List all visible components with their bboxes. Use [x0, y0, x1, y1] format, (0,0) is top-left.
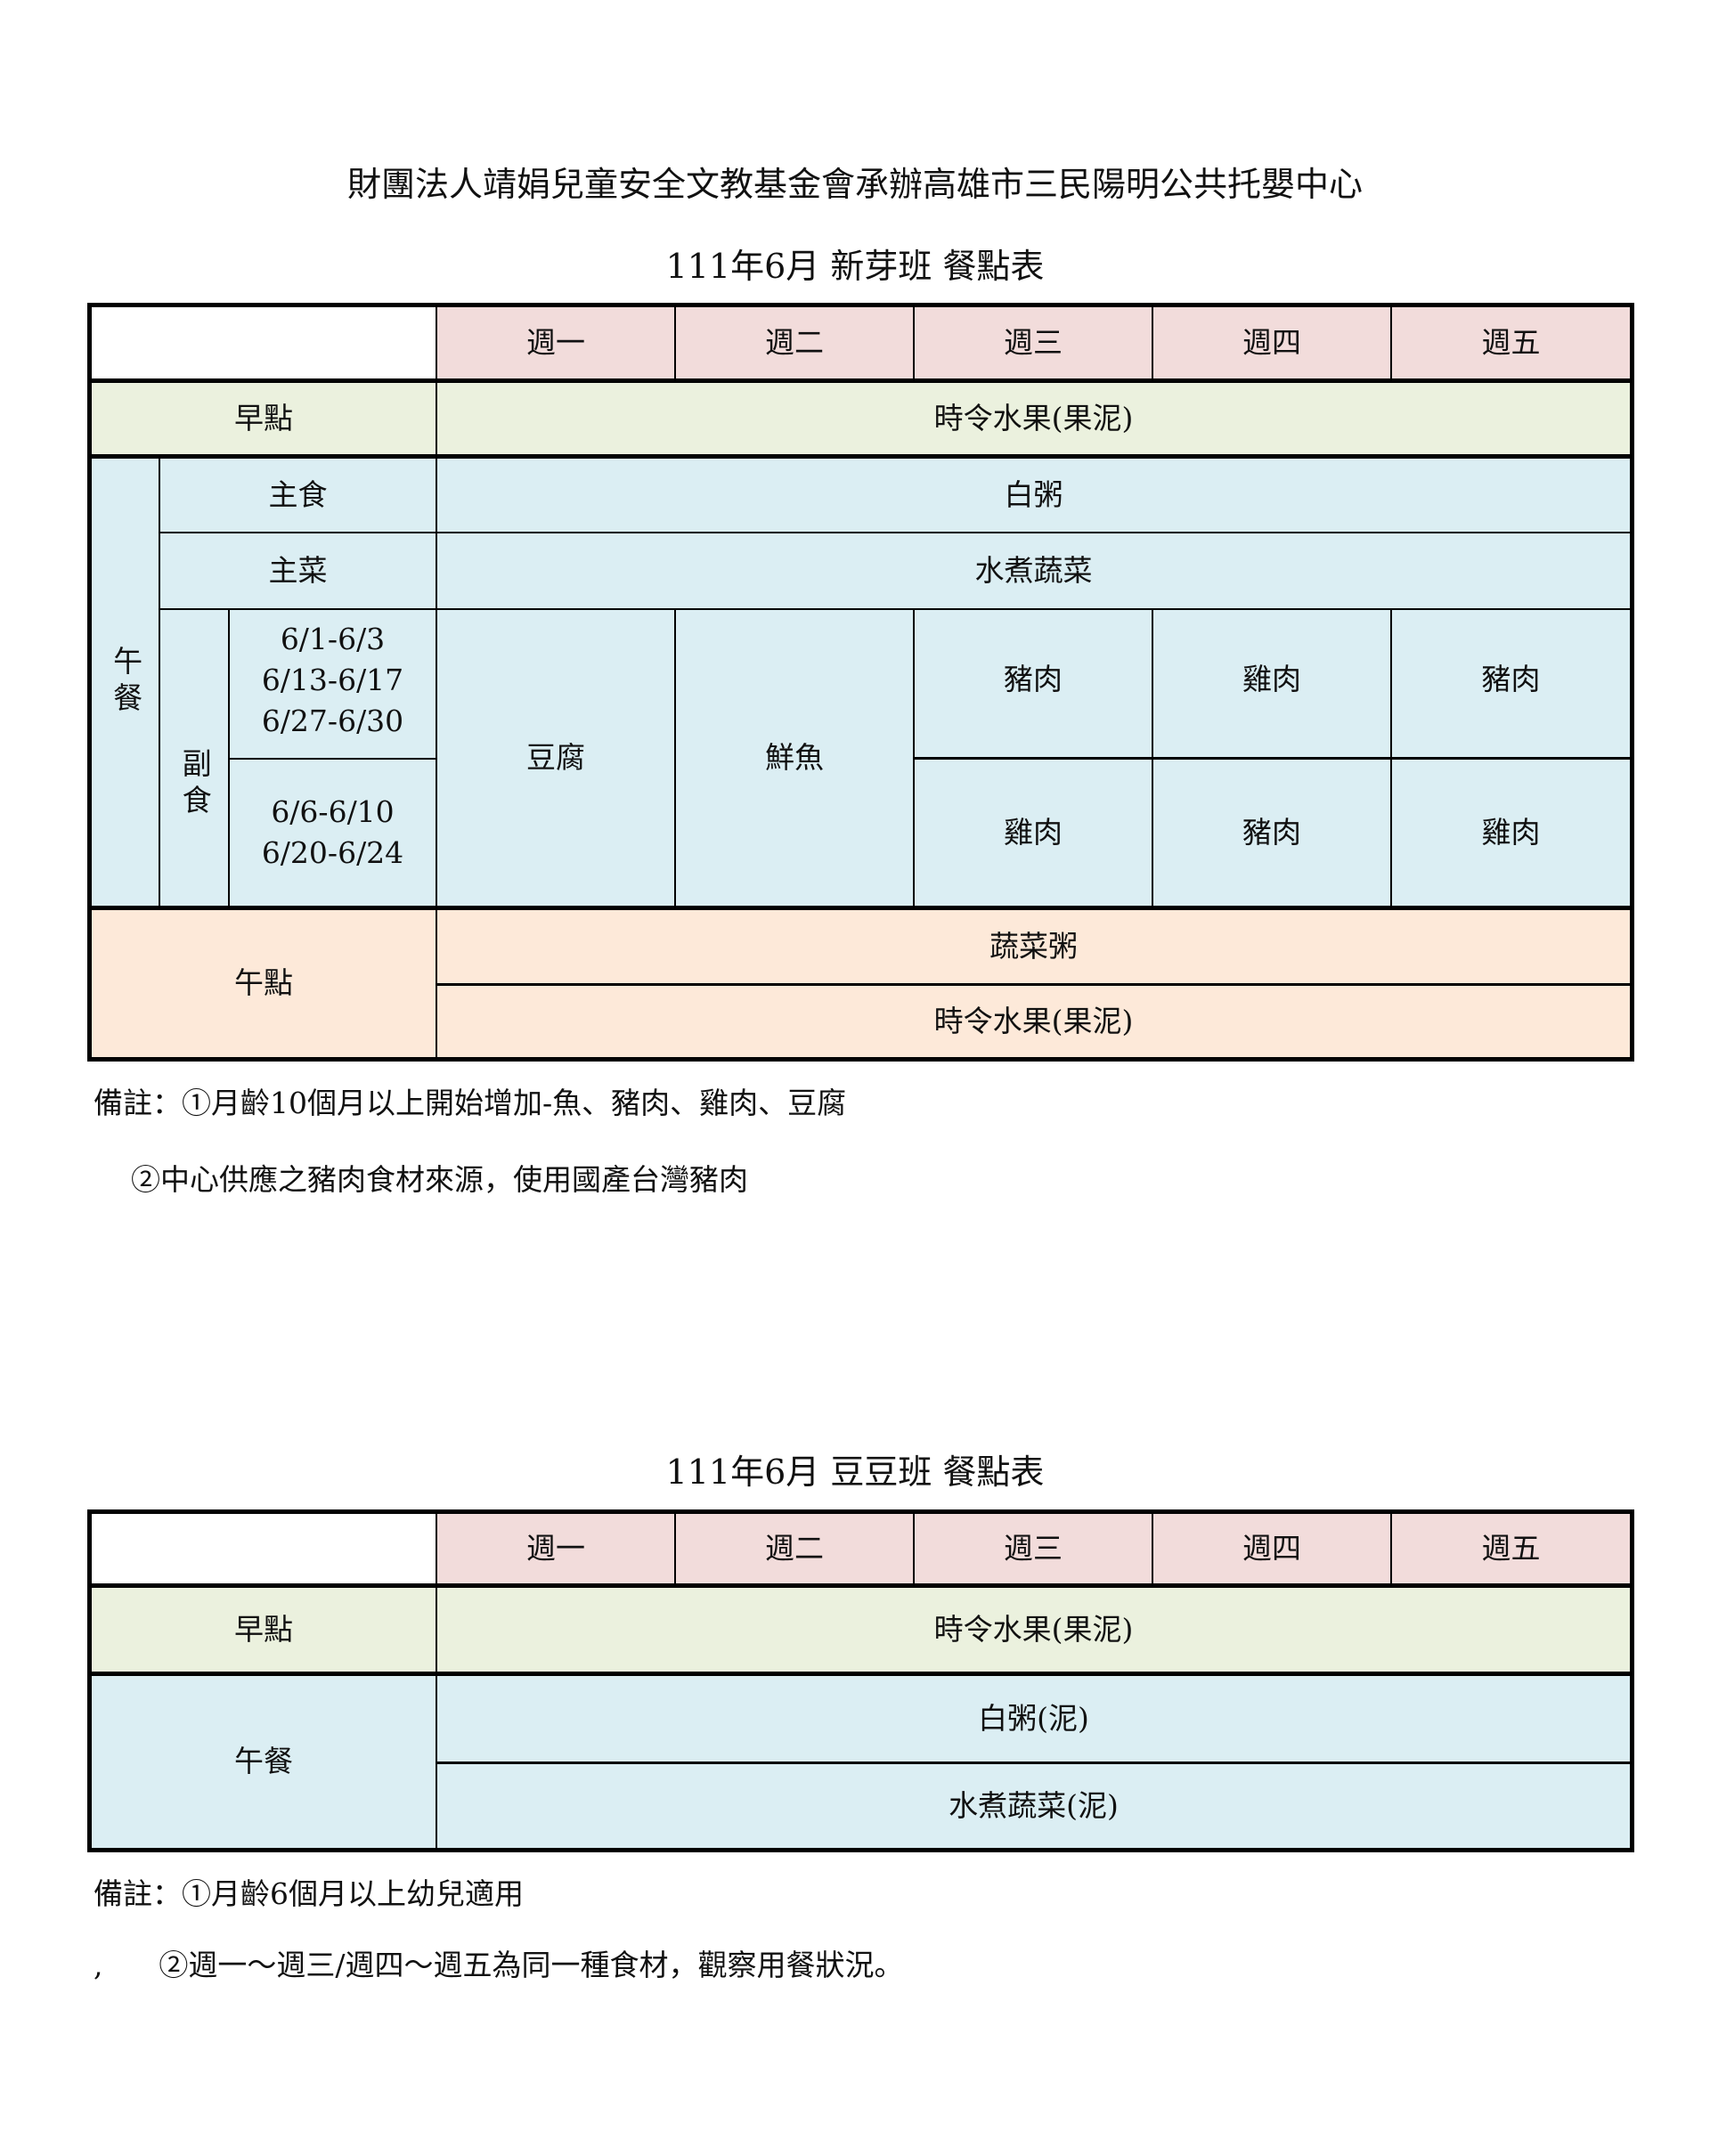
main-dish-value: 水煮蔬菜	[437, 533, 1630, 610]
staple-label: 主食	[160, 459, 437, 533]
day-header-tue: 週二	[676, 1514, 915, 1588]
lunch-item-1: 白粥(泥)	[437, 1676, 1630, 1764]
date-range: 6/20-6/24	[261, 835, 404, 870]
date-range: 6/6-6/10	[271, 793, 395, 829]
date-range: 6/27-6/30	[261, 704, 404, 739]
table2-note-2: , ②週一～週三/週四～週五為同一種食材，觀察用餐狀況。	[94, 1948, 904, 1982]
side-dish-label-text: 副食	[177, 748, 213, 821]
table2-title: 111年6月 豆豆班 餐點表	[665, 1452, 1045, 1492]
menu-table-xinya: 週一 週二 週三 週四 週五 早點 時令水果(果泥) 午餐 主食 白粥 主菜 水…	[87, 303, 1634, 1062]
corner-cell	[92, 1514, 437, 1588]
breakfast-label: 早點	[92, 1588, 437, 1676]
afternoon-label: 午點	[92, 910, 437, 1057]
lunch-item-2: 水煮蔬菜(泥)	[437, 1764, 1630, 1848]
day-header-thu: 週四	[1153, 1514, 1392, 1588]
side-wed-p1: 豬肉	[915, 610, 1153, 760]
date-range: 6/1-6/3	[280, 622, 386, 656]
org-title: 財團法人靖娟兒童安全文教基金會承辦高雄市三民陽明公共托嬰中心	[346, 165, 1363, 204]
day-header-mon: 週一	[437, 307, 676, 383]
side-fri-p2: 雞肉	[1392, 760, 1630, 910]
afternoon-item-1: 蔬菜粥	[437, 910, 1630, 986]
side-dish-label: 副食	[160, 610, 230, 910]
day-header-wed: 週三	[915, 307, 1153, 383]
breakfast-value: 時令水果(果泥)	[437, 383, 1630, 459]
day-header-fri: 週五	[1392, 1514, 1630, 1588]
side-period-2-dates: 6/6-6/10 6/20-6/24	[230, 760, 437, 910]
menu-table-doudou: 週一 週二 週三 週四 週五 早點 時令水果(果泥) 午餐 白粥(泥) 水煮蔬菜…	[87, 1509, 1634, 1852]
day-header-mon: 週一	[437, 1514, 676, 1588]
corner-cell	[92, 307, 437, 383]
staple-value: 白粥	[437, 459, 1630, 533]
day-header-tue: 週二	[676, 307, 915, 383]
side-thu-p1: 雞肉	[1153, 610, 1392, 760]
lunch-label: 午餐	[92, 459, 160, 910]
table1-note-1: 備註：①月齡10個月以上開始增加-魚、豬肉、雞肉、豆腐	[94, 1086, 847, 1120]
date-range: 6/13-6/17	[261, 663, 404, 698]
day-header-thu: 週四	[1153, 307, 1392, 383]
day-header-fri: 週五	[1392, 307, 1630, 383]
table1-note-2: ②中心供應之豬肉食材來源，使用國產台灣豬肉	[94, 1162, 748, 1197]
side-tue: 鮮魚	[676, 610, 915, 910]
breakfast-value: 時令水果(果泥)	[437, 1588, 1630, 1676]
side-thu-p2: 豬肉	[1153, 760, 1392, 910]
table1-title: 111年6月 新芽班 餐點表	[665, 247, 1045, 286]
afternoon-item-2: 時令水果(果泥)	[437, 986, 1630, 1057]
side-mon: 豆腐	[437, 610, 676, 910]
lunch-label: 午餐	[92, 1676, 437, 1848]
lunch-label-text: 午餐	[108, 646, 143, 719]
side-period-1-dates: 6/1-6/3 6/13-6/17 6/27-6/30	[230, 610, 437, 760]
side-fri-p1: 豬肉	[1392, 610, 1630, 760]
side-wed-p2: 雞肉	[915, 760, 1153, 910]
breakfast-label: 早點	[92, 383, 437, 459]
main-dish-label: 主菜	[160, 533, 437, 610]
table2-note-1: 備註：①月齡6個月以上幼兒適用	[94, 1876, 524, 1911]
day-header-wed: 週三	[915, 1514, 1153, 1588]
